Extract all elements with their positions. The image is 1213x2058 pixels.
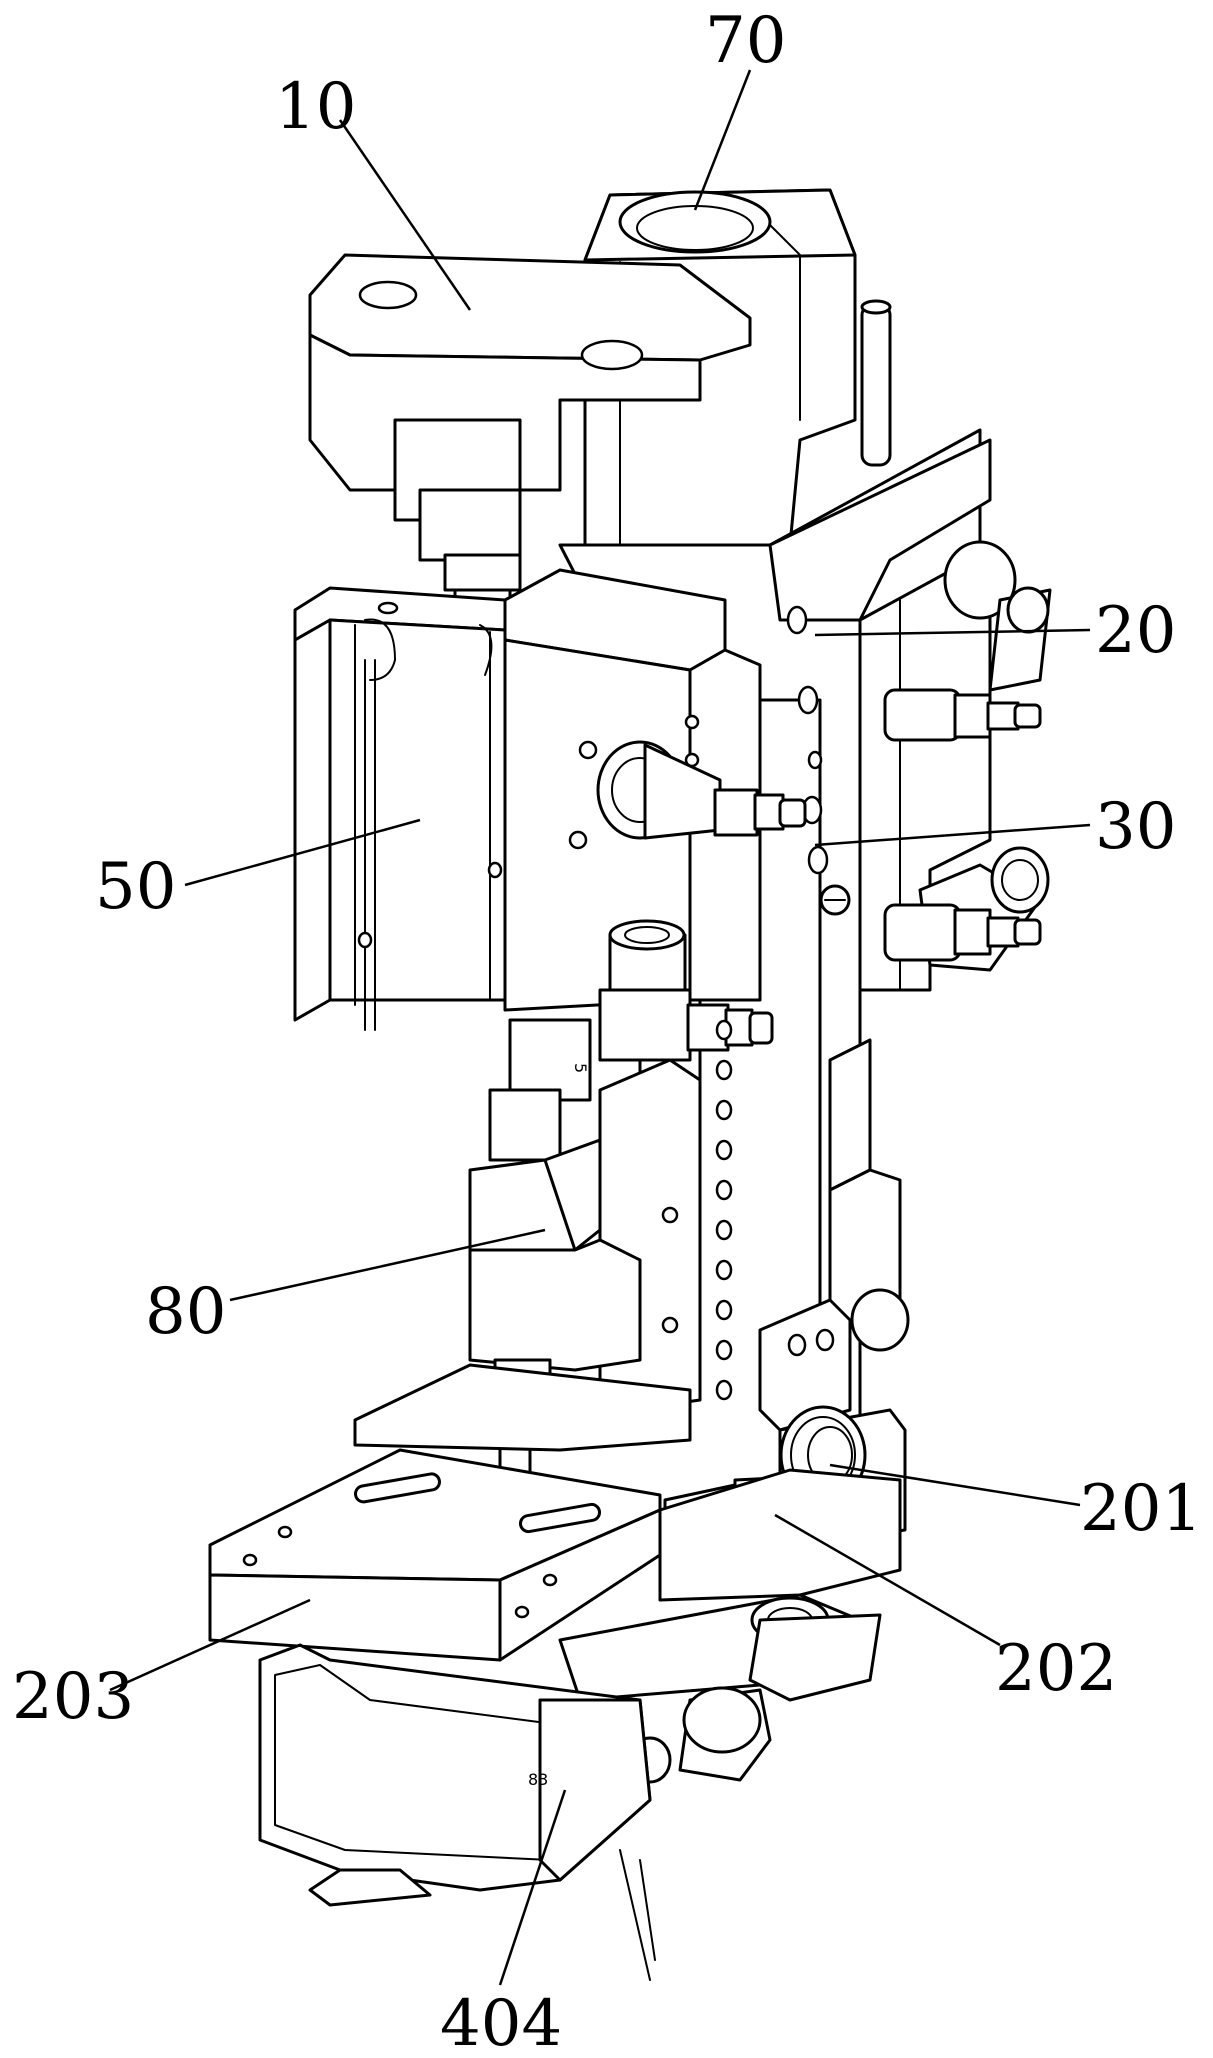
label-50: 50 [95,850,176,924]
leader-404 [498,1789,567,1986]
label-203: 203 [12,1660,134,1734]
part-10-top-plate [308,253,752,632]
right-fittings [819,540,1052,972]
label-80: 80 [145,1275,226,1349]
label-20: 20 [1095,594,1176,668]
label-404: 404 [440,1987,562,2058]
leader-50 [184,818,421,887]
leader-202 [774,1513,1001,1647]
middle-valve-block [503,568,807,1062]
leader-lines [109,69,1091,1986]
label-10: 10 [275,70,356,144]
leader-201 [829,1463,1081,1507]
label-70: 70 [705,4,786,78]
label-201: 201 [1080,1472,1202,1546]
leader-30 [814,823,1091,847]
leader-10 [338,119,472,311]
right-lower-fittings [758,1038,910,1432]
column-hole-row [715,1019,733,1401]
leader-80 [229,1228,546,1302]
part-404-housing: 83 [258,1643,656,1981]
base-mark: 83 [528,1770,548,1789]
reference-labels: 70 10 20 30 50 80 201 202 203 404 [12,4,1202,2058]
leader-70 [693,69,752,211]
label-30: 30 [1095,790,1176,864]
part-50-slide-block [293,586,641,1031]
scale-mark: 5 [571,1063,590,1073]
leader-20 [814,628,1091,637]
leader-203 [109,1598,311,1692]
label-202: 202 [995,1632,1117,1706]
